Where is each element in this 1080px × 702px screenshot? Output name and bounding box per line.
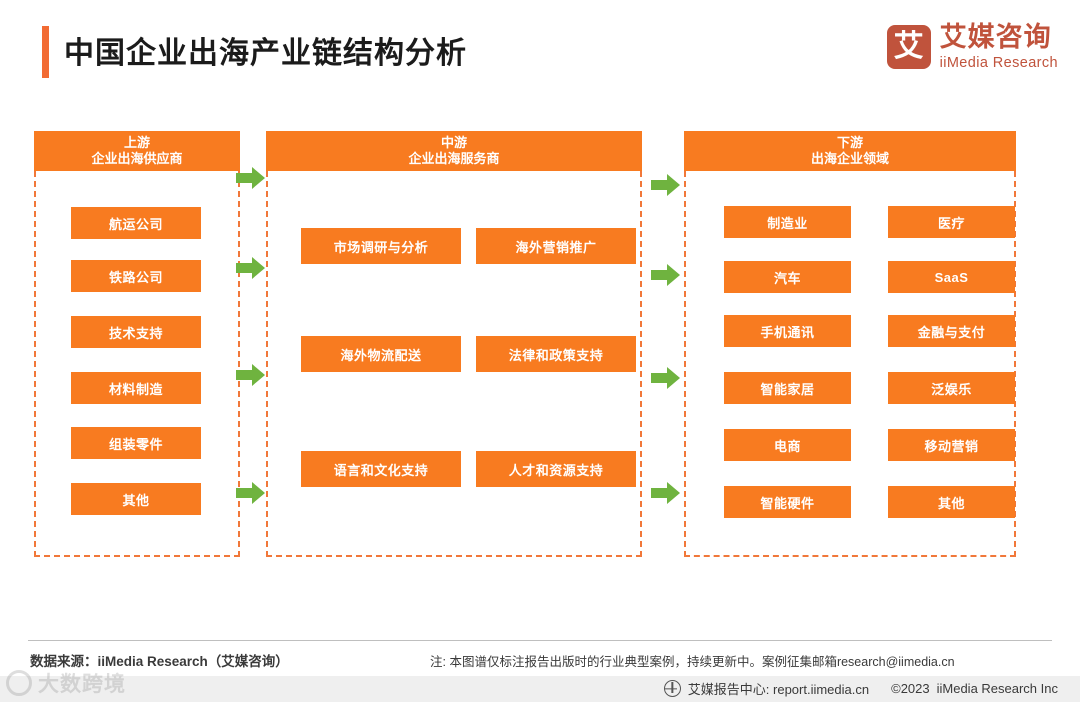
midstream-item[interactable]: 海外营销推广 (476, 228, 636, 264)
downstream-item[interactable]: 汽车 (724, 261, 851, 293)
upstream-item[interactable]: 其他 (71, 483, 201, 515)
midstream-item[interactable]: 市场调研与分析 (301, 228, 461, 264)
logo-name-cn: 艾媒咨询 (939, 22, 1052, 52)
footer-note-text: 注: 本图谱仅标注报告出版时的行业典型案例，持续更新中。案例征集邮箱resear… (430, 655, 955, 669)
arrow-right-icon (651, 173, 681, 197)
page-title: 中国企业出海产业链结构分析 (64, 37, 467, 70)
midstream-item[interactable]: 法律和政策支持 (476, 336, 636, 372)
midstream-item[interactable]: 语言和文化支持 (301, 451, 461, 487)
midstream-item[interactable]: 人才和资源支持 (476, 451, 636, 487)
footer-divider (28, 640, 1052, 641)
value-chain-diagram: 上游 企业出海供应商 中游 企业出海服务商 下游 出海企业领域 航运公司 铁路公… (0, 104, 1080, 624)
upstream-item[interactable]: 航运公司 (71, 207, 201, 239)
upstream-header: 上游 企业出海供应商 (34, 131, 240, 171)
upstream-header-subtitle: 企业出海供应商 (91, 151, 183, 166)
report-center-link[interactable]: 艾媒报告中心: report.iimedia.cn (687, 682, 870, 697)
downstream-header-title: 下游 (836, 134, 863, 150)
page-header: 中国企业出海产业链结构分析 艾 艾媒咨询 iiMedia Research (0, 0, 1080, 104)
arrow-right-icon (651, 263, 681, 287)
logo-name-en: iiMedia Research (939, 55, 1058, 71)
watermark: 大数跨境 (6, 668, 126, 698)
copyright-text: ©2023 (891, 681, 930, 696)
bottom-bar-content: 艾媒报告中心: report.iimedia.cn ©2023 iiMedia … (663, 679, 1058, 698)
ring-icon (6, 670, 32, 696)
arrow-right-icon (236, 481, 266, 505)
downstream-item[interactable]: 电商 (724, 429, 851, 461)
logo-text: 艾媒咨询 iiMedia Research (940, 24, 1058, 71)
watermark-text: 大数跨境 (38, 673, 126, 696)
downstream-item[interactable]: 智能家居 (724, 372, 851, 404)
upstream-item[interactable]: 组装零件 (71, 427, 201, 459)
arrow-right-icon (236, 166, 266, 190)
upstream-item[interactable]: 铁路公司 (71, 260, 201, 292)
downstream-item[interactable]: 手机通讯 (724, 315, 851, 347)
downstream-item[interactable]: 移动营销 (888, 429, 1015, 461)
arrow-right-icon (651, 366, 681, 390)
downstream-item[interactable]: 制造业 (724, 206, 851, 238)
downstream-item[interactable]: SaaS (888, 261, 1015, 293)
downstream-item[interactable]: 金融与支付 (888, 315, 1015, 347)
midstream-header-subtitle: 企业出海服务商 (408, 151, 500, 166)
downstream-header-subtitle: 出海企业领域 (810, 151, 889, 166)
arrow-right-icon (651, 481, 681, 505)
midstream-header: 中游 企业出海服务商 (266, 131, 642, 171)
title-accent-bar (42, 26, 49, 78)
upstream-header-title: 上游 (123, 134, 150, 150)
upstream-item[interactable]: 技术支持 (71, 316, 201, 348)
upstream-item[interactable]: 材料制造 (71, 372, 201, 404)
downstream-header: 下游 出海企业领域 (684, 131, 1016, 171)
downstream-item[interactable]: 其他 (888, 486, 1015, 518)
logo-mark-icon: 艾 (886, 25, 931, 70)
downstream-item[interactable]: 智能硬件 (724, 486, 851, 518)
company-name-text: iiMedia Research Inc (936, 681, 1058, 696)
arrow-right-icon (236, 363, 266, 387)
globe-icon (663, 680, 681, 697)
brand-logo: 艾 艾媒咨询 iiMedia Research (886, 24, 1058, 71)
arrow-right-icon (236, 256, 266, 280)
downstream-item[interactable]: 医疗 (888, 206, 1015, 238)
midstream-item[interactable]: 海外物流配送 (301, 336, 461, 372)
data-source-text: 数据来源：iiMedia Research（艾媒咨询） (30, 654, 289, 669)
downstream-item[interactable]: 泛娱乐 (888, 372, 1015, 404)
bottom-bar (0, 676, 1080, 702)
midstream-header-title: 中游 (440, 134, 467, 150)
